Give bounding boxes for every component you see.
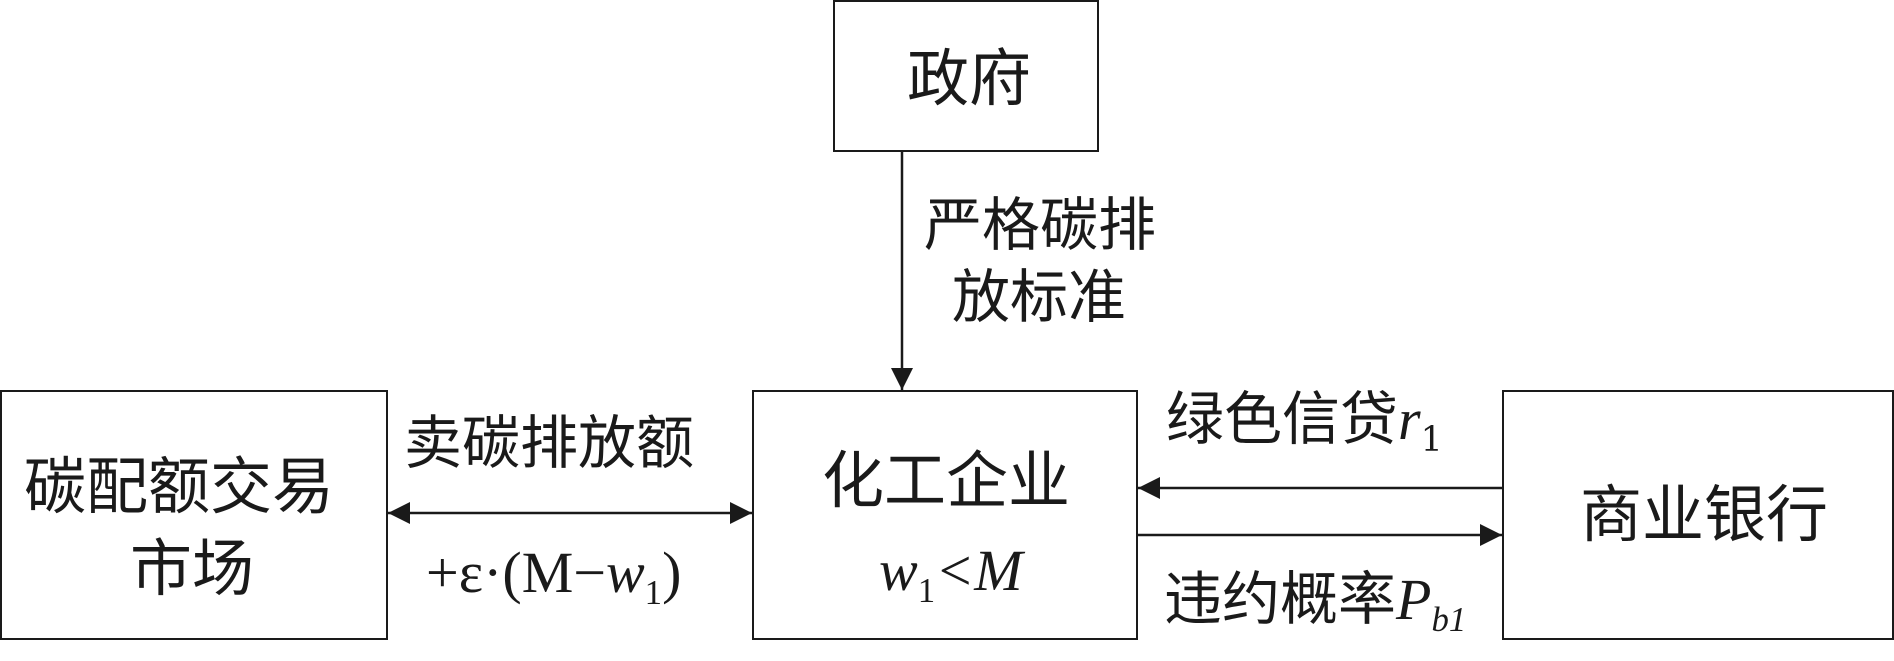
carbon-market-box: 碳配额交易 市场 (0, 390, 388, 640)
chemical-enterprise-box: 化工企业 w1<M (752, 390, 1138, 640)
market-edge-bottom-sub: 1 (644, 573, 663, 613)
enterprise-condition-rest: <M (935, 538, 1023, 603)
commercial-bank-box: 商业银行 (1502, 390, 1894, 640)
default-prob-sub: b1 (1431, 600, 1467, 640)
enterprise-condition-sub: 1 (917, 571, 936, 611)
default-prob-var: P (1396, 567, 1432, 632)
default-prob-text: 违约概率 (1164, 565, 1397, 633)
bank-edge-label-green-credit: 绿色信贷r1 (1166, 387, 1443, 458)
market-edge-label-top: 卖碳排放额 (404, 409, 695, 477)
gov-edge-label-line2: 放标准 (952, 263, 1127, 331)
commercial-bank-label: 商业银行 (1580, 478, 1829, 551)
bank-edge-label-default-prob: 违约概率Pb1 (1164, 567, 1466, 637)
green-credit-text: 绿色信贷 (1166, 385, 1399, 453)
market-edge-bottom-prefix: +ε·(M− (426, 540, 606, 605)
green-credit-var: r (1398, 387, 1421, 452)
market-edge-bottom-suffix: ) (662, 540, 682, 605)
government-box: 政府 (833, 0, 1099, 152)
carbon-market-label-line2: 市场 (130, 532, 255, 605)
enterprise-condition-var: w (879, 538, 918, 603)
enterprise-condition: w1<M (879, 542, 1023, 609)
carbon-market-label-line1: 碳配额交易 (24, 450, 335, 523)
market-edge-bottom-var: w (605, 540, 645, 605)
market-edge-label-bottom: +ε·(M−w1) (426, 544, 681, 611)
green-credit-sub: 1 (1420, 420, 1443, 461)
government-label: 政府 (907, 42, 1032, 115)
chemical-enterprise-label: 化工企业 (822, 444, 1071, 517)
gov-edge-label-line1: 严格碳排 (924, 191, 1157, 259)
